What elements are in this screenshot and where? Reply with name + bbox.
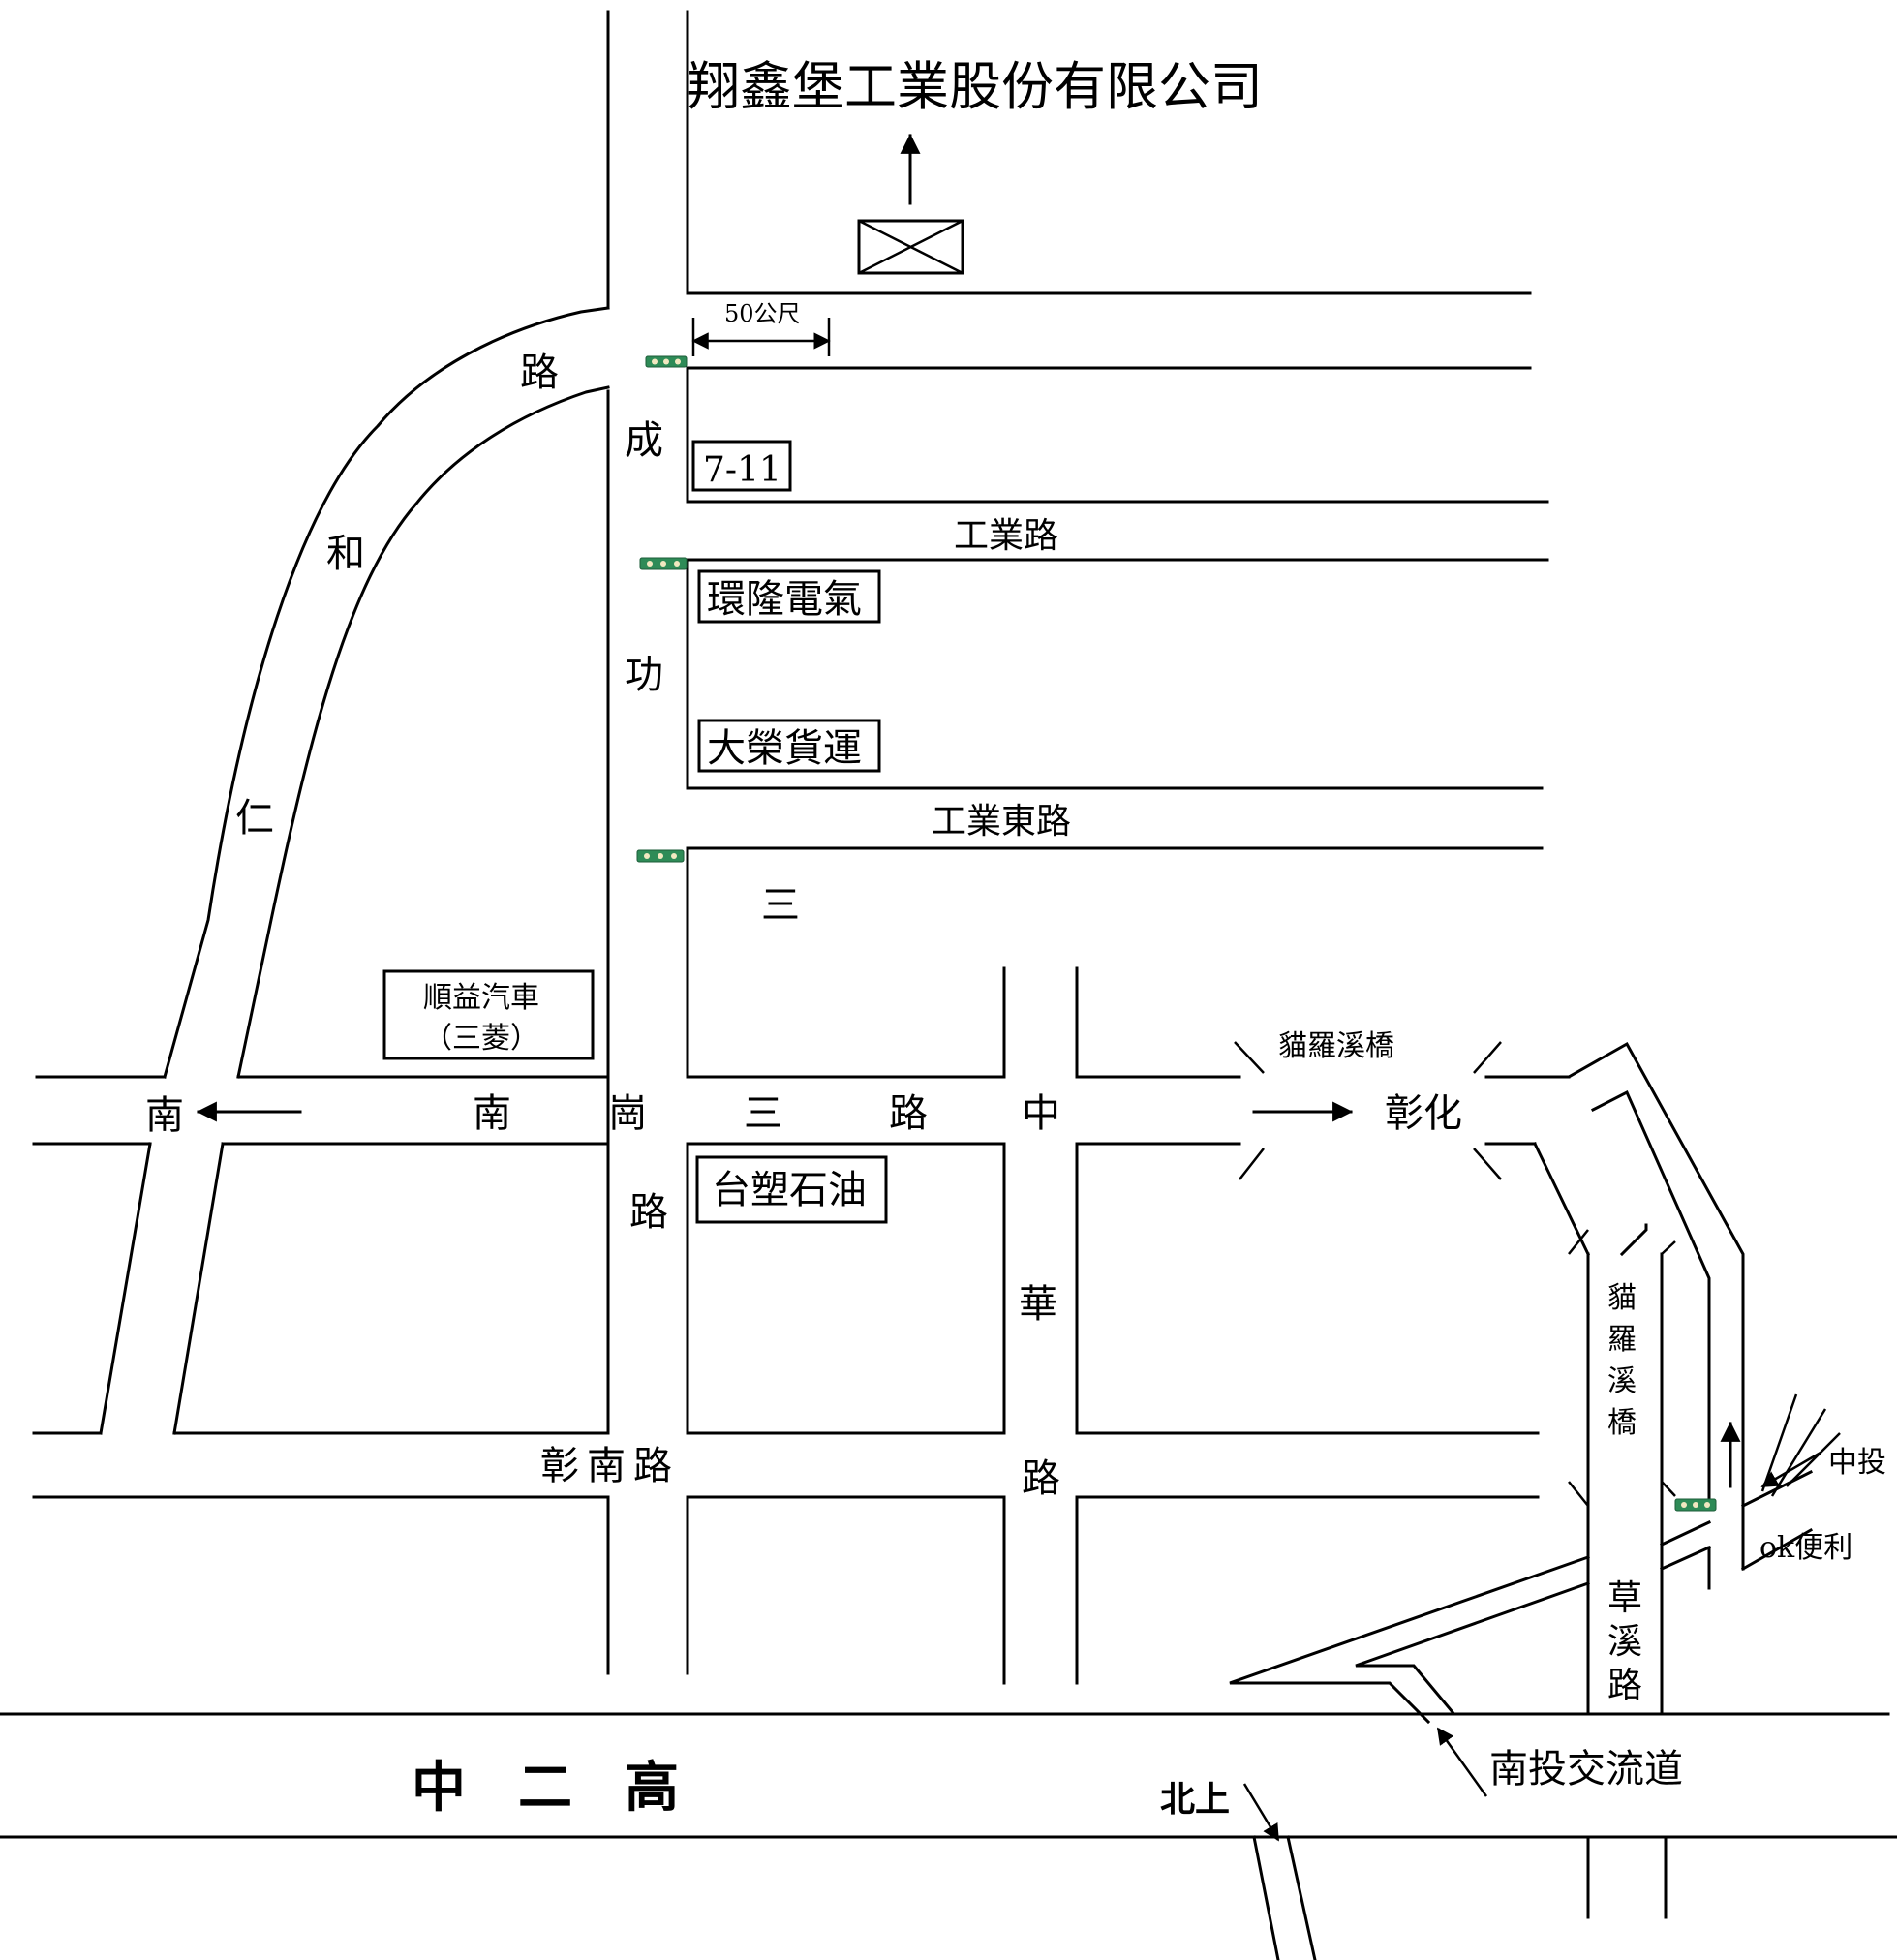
road-label-zhonger-1: 中 (412, 1756, 466, 1820)
road-label-renhe-3: 仁 (235, 796, 274, 841)
traffic-signal-icon (1674, 1498, 1717, 1512)
road-label-renhe-2: 和 (326, 532, 365, 576)
road-label-caoxi-3: 路 (1607, 1666, 1642, 1705)
landmark-formosa: 台塑石油 (695, 1155, 888, 1224)
road-label-caoxi-1: 草 (1607, 1578, 1642, 1618)
landmark-huanlong: 環隆電氣 (697, 569, 881, 624)
road-label-zhonghua-1: 中 (1022, 1091, 1060, 1136)
landmark-darong: 大榮貨運 (697, 719, 881, 773)
scale-bar: 50公尺 (691, 300, 831, 356)
traffic-signal-icon (645, 355, 688, 368)
svg-text:（三菱）: （三菱） (423, 1022, 539, 1056)
diagonal-arrow-icon (1760, 1451, 1821, 1488)
svg-text:大榮貨運: 大榮貨運 (707, 726, 862, 771)
direction-nantou-interchange: 南投交流道 (1489, 1747, 1683, 1792)
road-label-nangang-1: 南 (473, 1091, 511, 1136)
bridge-label-maoluoxi-v4: 橋 (1607, 1406, 1637, 1440)
road-label-nangang-2: 崗 (608, 1091, 647, 1136)
road-label-gongye: 工業路 (954, 516, 1058, 556)
traffic-signal-icon (636, 849, 685, 863)
direction-south: 南 (145, 1093, 184, 1138)
bridge-label-maoluoxi-v1: 貓 (1607, 1281, 1637, 1315)
diagonal-arrow-icon (1436, 1727, 1488, 1797)
road-label-gongye-east: 工業東路 (932, 802, 1071, 842)
landmark-ok: ok便利 (1759, 1531, 1852, 1565)
road-label-zhonger-3: 高 (625, 1756, 679, 1820)
svg-text:台塑石油: 台塑石油 (712, 1168, 867, 1212)
direction-zhongtou: 中投 (1828, 1446, 1886, 1480)
road-label-caoxi-2: 溪 (1607, 1622, 1642, 1662)
road-label-renhe-1: 路 (520, 351, 559, 395)
direction-northbound: 北上 (1160, 1779, 1230, 1820)
landmark-7-11: 7-11 (691, 440, 792, 492)
scale-label: 50公尺 (724, 300, 801, 327)
bridge-label-maoluoxi-v2: 羅 (1607, 1323, 1637, 1357)
road-label-zhonghua-2: 華 (1019, 1282, 1057, 1327)
road-label-zhonger-2: 二 (518, 1756, 572, 1820)
road-label-zhonghua-3: 路 (1022, 1456, 1060, 1501)
traffic-signal-icon (639, 557, 688, 570)
road-label-nangang-3: 三 (744, 1091, 782, 1136)
road-label-zhangnan: 彰南路 (540, 1444, 680, 1488)
traffic-signals (636, 355, 1717, 1512)
direction-changhua: 彰化 (1385, 1091, 1462, 1136)
svg-text:順益汽車: 順益汽車 (423, 981, 539, 1015)
down-arrow-icon (1242, 1783, 1280, 1842)
landmark-shunyi: 順益汽車 （三菱） (382, 969, 595, 1060)
road-label-nangang-4: 路 (889, 1091, 928, 1136)
svg-text:7-11: 7-11 (703, 450, 781, 490)
road-label-chenggong-1: 成 (625, 418, 663, 463)
road-lines (0, 10, 1897, 1960)
bridge-label-maoluoxi-v3: 溪 (1607, 1364, 1637, 1398)
road-label-chenggong-3: 三 (761, 883, 800, 928)
svg-text:環隆電氣: 環隆電氣 (707, 577, 862, 622)
bridge-label-maoluoxi: 貓羅溪橋 (1278, 1029, 1394, 1063)
company-marker (857, 219, 964, 275)
company-name: 翔鑫堡工業股份有限公司 (688, 56, 1263, 117)
road-label-nangang-road: 路 (629, 1190, 668, 1235)
road-label-chenggong-2: 功 (625, 653, 663, 697)
